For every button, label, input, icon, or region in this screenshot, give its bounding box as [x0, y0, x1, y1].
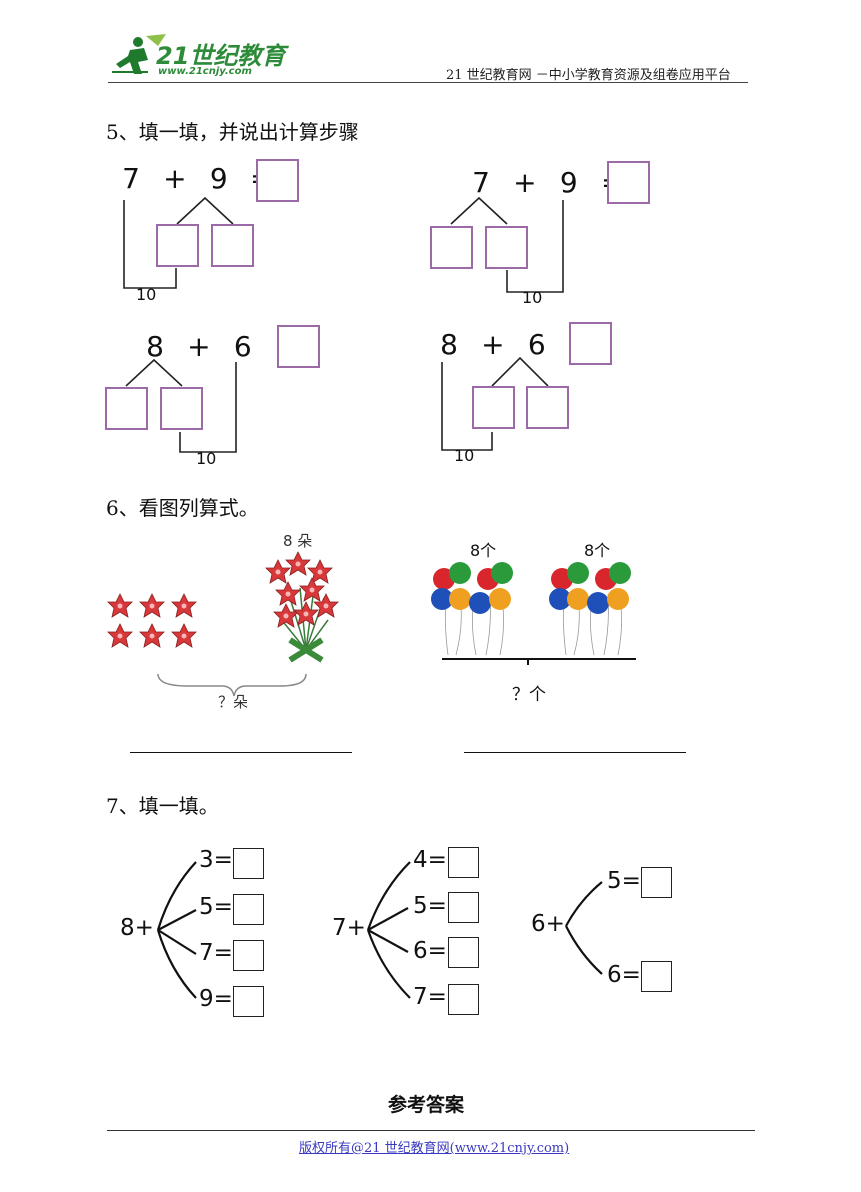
answer-line-balloons[interactable]	[464, 752, 686, 753]
operator: +	[513, 166, 537, 199]
footer-link[interactable]: 版权所有@21 世纪教育网(www.21cnjy.com)	[299, 1141, 570, 1156]
tree2-item-3: 6=	[413, 938, 447, 964]
balloons-illustration	[430, 561, 636, 665]
tree3-base: 6+	[531, 911, 565, 937]
tree1-answer-box-4[interactable]	[233, 986, 264, 1017]
tree3-answer-box-2[interactable]	[641, 961, 672, 992]
tree1-item-1: 3=	[199, 847, 233, 873]
loose-flowers	[107, 593, 197, 648]
ten-label: 10	[454, 446, 475, 465]
operand-b: 6	[527, 328, 546, 361]
q7-tree-lines	[156, 861, 603, 999]
operator: +	[187, 330, 211, 363]
tree1-item-2: 5=	[199, 894, 233, 920]
split-box-right[interactable]	[485, 226, 528, 269]
ten-label: 10	[136, 285, 157, 304]
answer-box[interactable]	[607, 161, 650, 204]
tree3-item-1: 5=	[607, 868, 641, 894]
split-box-right[interactable]	[211, 224, 254, 267]
flowers-question-label: ？朵	[218, 693, 249, 711]
operand-b: 9	[559, 166, 578, 199]
tree2-item-1: 4=	[413, 847, 447, 873]
balloons-question-label: ？个	[512, 685, 546, 705]
logo-url: www.21cnjy.com	[158, 66, 252, 77]
tree2-item-2: 5=	[413, 893, 447, 919]
q6-title: 6、看图列算式。	[106, 496, 259, 520]
operator: +	[163, 162, 187, 195]
split-box-left[interactable]	[156, 224, 199, 267]
split-box-right[interactable]	[160, 387, 203, 430]
tree3-answer-box-1[interactable]	[641, 867, 672, 898]
logo-title: 21世纪教育	[156, 42, 286, 70]
operand-b: 9	[209, 162, 228, 195]
operand-b: 6	[233, 330, 252, 363]
balloons-left-label: 8个	[470, 541, 497, 560]
tree2-answer-box-3[interactable]	[448, 937, 479, 968]
flowers-illustration	[107, 551, 339, 697]
bouquet	[265, 551, 339, 663]
tree2-answer-box-2[interactable]	[448, 892, 479, 923]
q7-title: 7、填一填。	[106, 794, 219, 818]
bouquet-count-label: 8 朵	[283, 532, 313, 550]
logo: 21世纪教育 www.21cnjy.com	[108, 32, 288, 82]
tree1-answer-box-1[interactable]	[233, 848, 264, 879]
answer-box[interactable]	[277, 325, 320, 368]
operand-a: 7	[472, 166, 490, 199]
answer-line-flowers[interactable]	[130, 752, 352, 753]
tree3-item-2: 6=	[607, 962, 641, 988]
header-right-text: 21 世纪教育网 －中小学教育资源及组卷应用平台	[446, 68, 731, 83]
tree1-answer-box-3[interactable]	[233, 940, 264, 971]
split-box-right[interactable]	[526, 386, 569, 429]
split-box-left[interactable]	[105, 387, 148, 430]
header-divider	[108, 82, 748, 83]
operand-a: 8	[440, 328, 458, 361]
answer-box[interactable]	[569, 322, 612, 365]
ten-label: 10	[196, 449, 217, 468]
tree2-answer-box-4[interactable]	[448, 984, 479, 1015]
tree1-answer-box-2[interactable]	[233, 894, 264, 925]
answer-box[interactable]	[256, 159, 299, 202]
tree1-item-4: 9=	[199, 986, 233, 1012]
operand-a: 7	[122, 162, 140, 195]
tree2-base: 7+	[332, 915, 366, 941]
split-box-left[interactable]	[430, 226, 473, 269]
tree1-base: 8+	[120, 915, 154, 941]
split-box-left[interactable]	[472, 386, 515, 429]
q5-title: 5、填一填，并说出计算步骤	[106, 120, 359, 144]
tree1-item-3: 7=	[199, 940, 233, 966]
tree2-item-4: 7=	[413, 984, 447, 1010]
operand-a: 8	[146, 330, 164, 363]
answer-key-title: 参考答案	[388, 1094, 465, 1116]
footer-divider	[107, 1130, 755, 1131]
operator: +	[481, 328, 505, 361]
balloons-right-label: 8个	[584, 541, 611, 560]
q5-lines	[123, 196, 564, 453]
tree2-answer-box-1[interactable]	[448, 847, 479, 878]
ten-label: 10	[522, 288, 543, 307]
runner-icon	[112, 34, 166, 74]
